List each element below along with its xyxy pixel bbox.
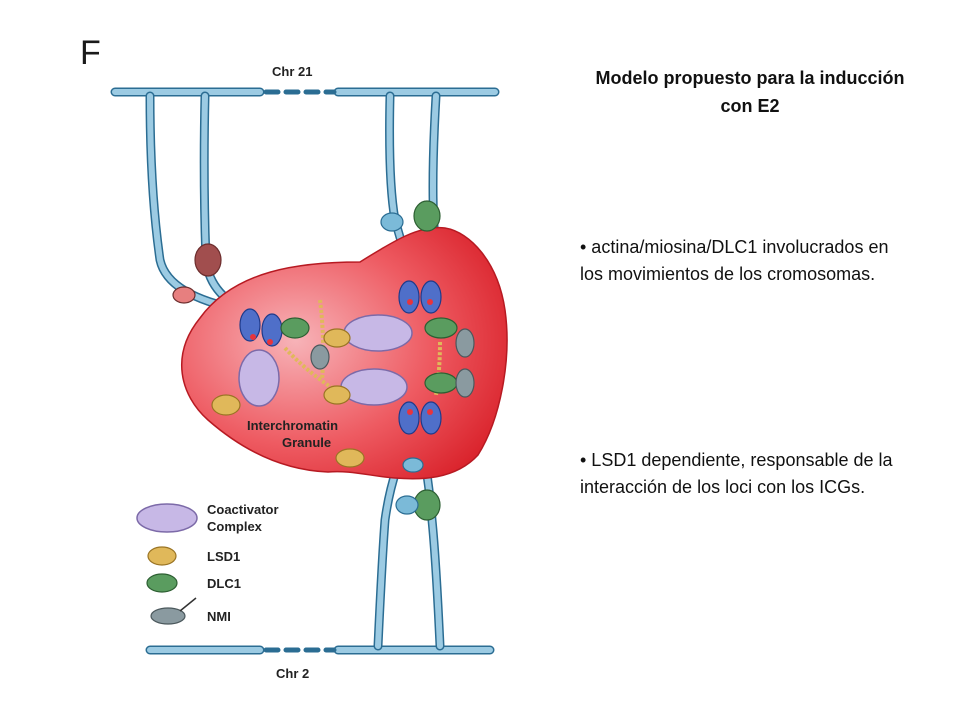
- dlc1: [424, 372, 458, 394]
- legend-item-lsd1: LSD1: [147, 546, 240, 566]
- dlc1: [413, 200, 441, 232]
- legend-swatch-nmi: [150, 607, 186, 625]
- receptor-dimer: [398, 280, 442, 314]
- panel-letter: F: [80, 34, 101, 72]
- granule-label-line2: Granule: [282, 435, 331, 450]
- chr-top-label: Chr 21: [272, 64, 312, 79]
- lsd1: [211, 394, 241, 416]
- coactivator-complex: [343, 314, 413, 352]
- nmi-proteins: [310, 328, 475, 398]
- legend-label: Complex: [207, 519, 263, 534]
- legend-swatch-dlc1: [146, 573, 178, 593]
- receptor-dimer: [239, 308, 283, 347]
- nmi: [455, 368, 475, 398]
- legend-item-nmi: NMI: [150, 597, 231, 625]
- legend-label: DLC1: [207, 576, 241, 591]
- legend-label: Coactivator: [207, 502, 279, 517]
- legend: Coactivator Complex LSD1 DLC1 NMI: [136, 502, 279, 625]
- bullet-point: • LSD1 dependiente, responsable de la in…: [580, 450, 893, 497]
- chr-bottom-label: Chr 2: [276, 666, 309, 681]
- dlc1: [424, 317, 458, 339]
- coactivator-complex: [238, 349, 280, 407]
- coactivator-complexes: [238, 314, 413, 407]
- receptor-dimers: [239, 280, 442, 435]
- legend-label: LSD1: [207, 549, 240, 564]
- legend-item-coactivator: Coactivator Complex: [136, 502, 279, 534]
- lsd1: [323, 385, 351, 405]
- slide-title: Modelo propuesto para la inducción con E…: [595, 68, 905, 116]
- legend-swatch-lsd1: [147, 546, 177, 566]
- legend-swatch-coactivator: [136, 503, 198, 533]
- actin-filaments: [283, 299, 442, 396]
- granule-label-line1: Interchromatin: [247, 418, 338, 433]
- bullet-point: • actina/miosina/DLC1 involucrados en lo…: [580, 237, 889, 284]
- dlc1: [280, 317, 310, 339]
- lsd1: [323, 328, 351, 348]
- legend-label: NMI: [207, 609, 231, 624]
- receptor-dimer: [398, 401, 442, 435]
- nmi: [455, 328, 475, 358]
- lsd1-proteins: [211, 328, 365, 468]
- coactivator-complex: [340, 368, 408, 406]
- lsd1: [335, 448, 365, 468]
- nmi: [310, 344, 330, 370]
- nucleosomes: [172, 212, 424, 515]
- dlc1-proteins: [280, 200, 458, 521]
- legend-item-dlc1: DLC1: [146, 573, 241, 593]
